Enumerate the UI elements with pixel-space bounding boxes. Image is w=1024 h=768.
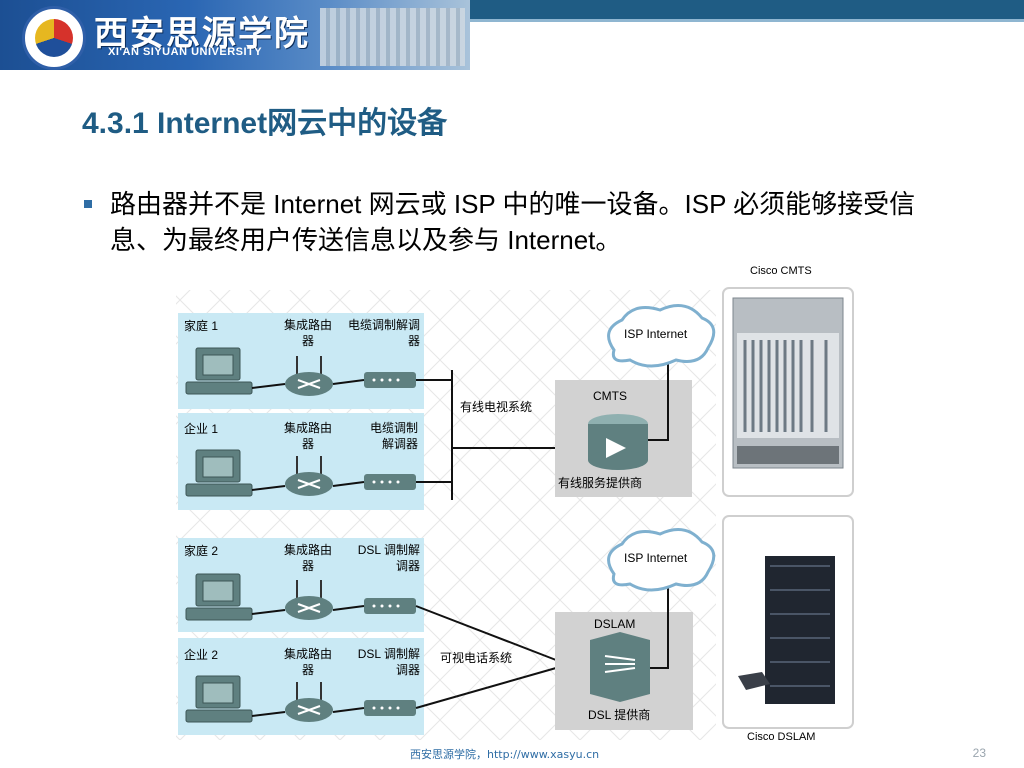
site-cables (251, 370, 588, 717)
cloud-icon (607, 528, 716, 592)
phone-system-label: 可视电话系统 (440, 651, 513, 665)
cable-provider-label: 有线服务提供商 (558, 476, 643, 490)
dsl-provider-label: DSL 提供商 (588, 708, 651, 722)
cisco-dslam-caption: Cisco DSLAM (747, 731, 816, 743)
bullet-marker (84, 200, 92, 208)
router-label: 集成路由器 (283, 543, 332, 573)
header-strip (470, 0, 1024, 19)
bullet-text: 路由器并不是 Internet 网云或 ISP 中的唯一设备。ISP 必须能够接… (110, 189, 916, 255)
cisco-cmts-photo (722, 287, 854, 497)
cloud-icon (607, 304, 716, 368)
site-name: 企业 2 (184, 648, 219, 662)
modem-icon (364, 598, 416, 614)
site-name: 企业 1 (184, 422, 219, 436)
modem-icon (364, 372, 416, 388)
logo-english-name: XI'AN SIYUAN UNIVERSITY (108, 46, 263, 58)
modem-icon (364, 474, 416, 490)
cisco-cmts-caption: Cisco CMTS (750, 265, 812, 277)
router-label: 集成路由器 (283, 318, 332, 348)
campus-image (320, 8, 465, 66)
header-band (470, 19, 1024, 22)
university-logo: 西安思源学院 XI'AN SIYUAN UNIVERSITY (0, 0, 470, 70)
modem-label: DSL 调制解调器 (357, 647, 420, 677)
cisco-dslam-photo (722, 515, 854, 729)
cloud-links (648, 360, 669, 669)
router-label: 集成路由器 (283, 421, 332, 451)
modem-label: DSL 调制解调器 (357, 543, 420, 573)
pc-icon (185, 675, 253, 723)
router-icon (285, 456, 333, 496)
cmts-label: CMTS (593, 389, 627, 403)
cloud-label: ISP Internet (624, 551, 688, 565)
cable-system-label: 有线电视系统 (460, 400, 533, 414)
router-icon (285, 682, 333, 722)
emblem-icon (22, 6, 86, 70)
modem-label: 电缆调制解调器 (348, 318, 421, 348)
pc-icon (185, 449, 253, 497)
dslam-label: DSLAM (594, 617, 636, 631)
pc-icon (185, 347, 253, 395)
cloud-label: ISP Internet (624, 327, 688, 341)
pc-icon (185, 573, 253, 621)
footer-text: 西安思源学院，http://www.xasyu.cn (410, 748, 600, 761)
router-icon (285, 580, 333, 620)
header-bar: 西安思源学院 XI'AN SIYUAN UNIVERSITY (0, 0, 1024, 70)
page-title: 4.3.1 Internet网云中的设备 (82, 107, 448, 140)
logo-chinese-name: 西安思源学院 (94, 14, 310, 54)
modem-label: 电缆调制解调器 (369, 421, 418, 451)
site-name: 家庭 1 (184, 319, 219, 333)
modem-icon (364, 700, 416, 716)
page-number: 23 (972, 746, 986, 760)
router-icon (285, 356, 333, 396)
dslam-icon (590, 632, 650, 702)
cmts-icon (588, 414, 648, 470)
site-name: 家庭 2 (184, 544, 219, 558)
router-label: 集成路由器 (283, 647, 332, 677)
